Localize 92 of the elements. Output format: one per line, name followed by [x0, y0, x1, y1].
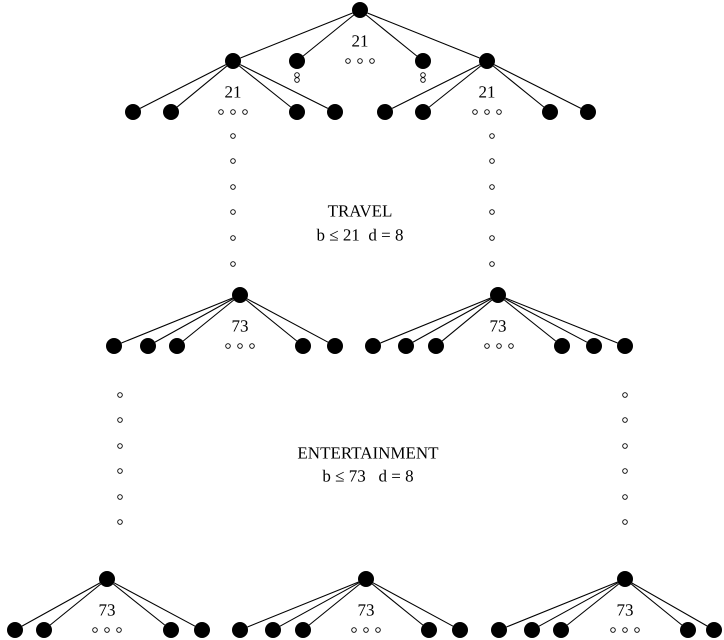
tree-edge — [238, 66, 292, 108]
tree-edge — [114, 582, 196, 627]
tree-node — [490, 287, 506, 303]
tree-node — [169, 338, 185, 354]
tree-edge — [505, 297, 618, 344]
tree-edge — [154, 298, 234, 343]
tree-edge — [367, 12, 480, 59]
tree-node — [295, 622, 311, 638]
tree-node — [125, 104, 141, 120]
tree-node — [327, 338, 343, 354]
tree-node — [194, 622, 210, 638]
tree-edge — [630, 584, 682, 626]
tree-node — [580, 104, 596, 120]
tree-node — [706, 622, 722, 638]
tree-node — [163, 622, 179, 638]
tree-edge — [302, 14, 354, 56]
tree-edge — [504, 298, 588, 343]
tree-node — [358, 571, 374, 587]
tree-edge — [372, 584, 424, 626]
tree-node — [295, 338, 311, 354]
branch-count: 21 — [352, 32, 368, 52]
tree-node — [421, 622, 437, 638]
tree-node — [398, 338, 414, 354]
tree-node — [524, 622, 540, 638]
parameter-label: b ≤ 21 d = 8 — [316, 226, 404, 246]
tree-node — [140, 338, 156, 354]
branch-count: 21 — [478, 84, 496, 102]
tree-node — [452, 622, 468, 638]
tree-edge — [538, 582, 618, 627]
domain-label: TRAVEL — [328, 202, 392, 222]
tree-edge — [176, 66, 228, 108]
domain-label: ENTERTAINMENT — [297, 444, 439, 464]
tree-edge — [247, 582, 359, 628]
tree-node — [225, 53, 241, 69]
tree-node — [428, 338, 444, 354]
tree-edge — [240, 12, 353, 59]
branch-count: 73 — [616, 602, 634, 620]
tree-node — [617, 338, 633, 354]
tree-node — [7, 622, 23, 638]
tree-edge — [504, 300, 556, 342]
tree-node — [289, 53, 305, 69]
tree-node — [680, 622, 696, 638]
tree-node — [553, 622, 569, 638]
tree-edge — [392, 64, 480, 109]
tree-edge — [121, 298, 233, 344]
tree-edge — [140, 64, 226, 109]
tree-edge — [112, 584, 166, 626]
tree-node — [99, 571, 115, 587]
tree-node — [491, 622, 507, 638]
tree-edge — [246, 300, 298, 342]
tree-node — [327, 104, 343, 120]
tree-edge — [412, 298, 492, 343]
tree-edge — [366, 14, 418, 56]
branch-count: 73 — [490, 318, 506, 336]
tree-edge — [280, 582, 360, 627]
tree-edge — [380, 298, 491, 344]
tree-node — [479, 53, 495, 69]
tree-node — [232, 287, 248, 303]
tree-node — [586, 338, 602, 354]
tree-node — [554, 338, 570, 354]
branch-count: 21 — [224, 84, 242, 102]
tree-node — [415, 104, 431, 120]
tree-node — [365, 338, 381, 354]
tree-node — [542, 104, 558, 120]
tree-node — [163, 104, 179, 120]
tree-edge — [494, 64, 582, 109]
tree-node — [232, 622, 248, 638]
tree-node — [415, 53, 431, 69]
tree-edge — [22, 582, 100, 627]
tree-node — [289, 104, 305, 120]
tree-node — [352, 2, 368, 18]
tree-edge — [182, 300, 234, 342]
tree-node — [36, 622, 52, 638]
tree-edge — [372, 582, 454, 627]
tree-node — [377, 104, 393, 120]
tree-edge — [566, 584, 620, 626]
tree-edge — [240, 64, 328, 109]
branch-count: 73 — [232, 318, 248, 336]
tree-node — [617, 571, 633, 587]
branch-count: 73 — [358, 602, 374, 620]
branch-count: 73 — [98, 602, 116, 620]
tree-node — [265, 622, 281, 638]
tree-edge — [506, 582, 618, 628]
tree-edge — [442, 300, 492, 342]
tree-edge — [246, 298, 328, 343]
tree-edge — [632, 582, 708, 626]
tree-edge — [308, 584, 360, 626]
tree-edge — [428, 66, 482, 108]
tree-node — [106, 338, 122, 354]
tree-edge — [50, 584, 102, 626]
parameter-label: b ≤ 73 d = 8 — [322, 468, 414, 486]
tree-edge — [492, 66, 544, 108]
